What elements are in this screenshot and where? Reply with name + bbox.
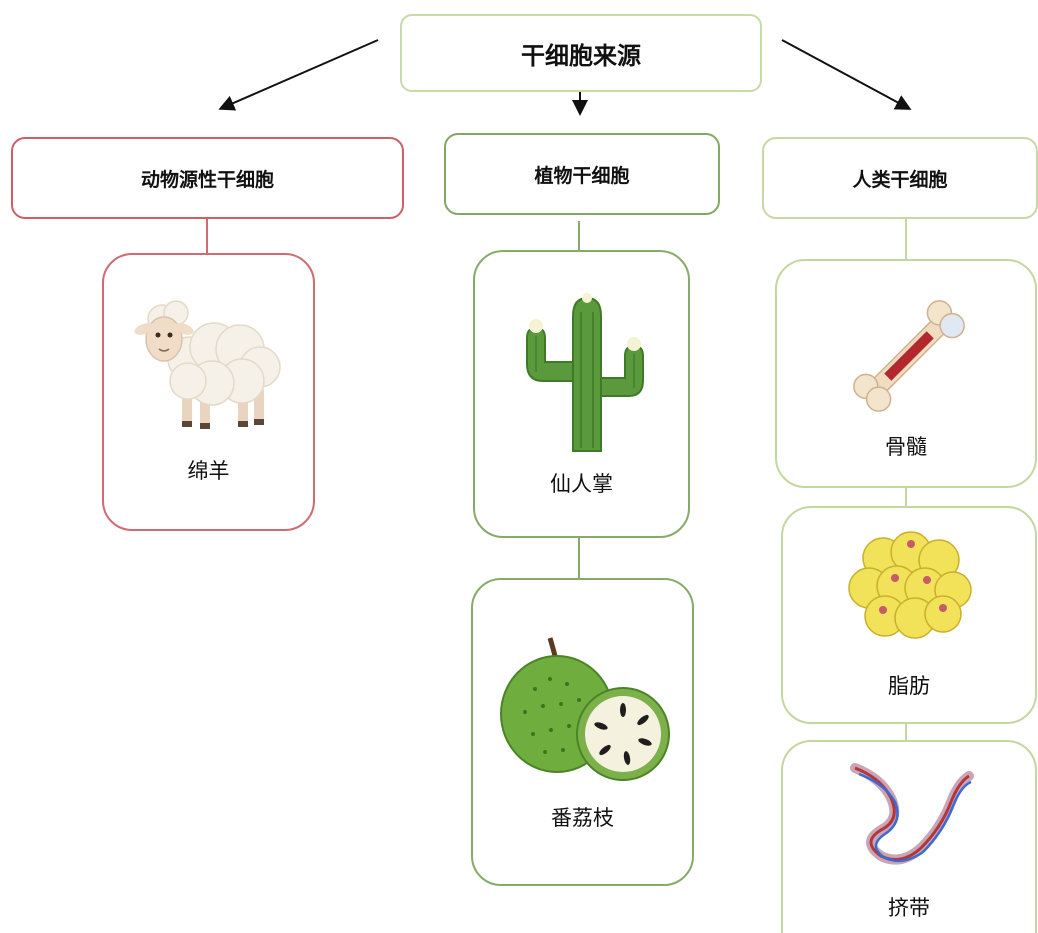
sheep-icon [134, 300, 281, 429]
bone-icon [853, 300, 965, 412]
connector-plant-1 [578, 221, 580, 251]
category-human: 人类干细胞 [762, 137, 1038, 219]
item-card-bone-marrow: 骨髓 [775, 259, 1037, 488]
category-animal: 动物源性干细胞 [11, 137, 404, 219]
connector-human-1 [905, 219, 907, 261]
item-label-sheep: 绵羊 [187, 459, 230, 483]
root-node: 干细胞来源 [400, 14, 762, 92]
arrow-to-human [781, 39, 912, 110]
umbilical-cord-icon [850, 763, 974, 865]
item-label-umbilical-cord: 挤带 [888, 896, 930, 920]
item-label-bone-marrow: 骨髓 [885, 435, 927, 459]
connector-animal [206, 219, 208, 255]
item-card-fat: 脂肪 [781, 506, 1037, 724]
connector-human-3 [905, 724, 907, 740]
cactus-icon [526, 293, 644, 452]
category-human-label: 人类干细胞 [852, 168, 948, 191]
soursop-icon [500, 637, 670, 781]
connector-plant-2 [578, 538, 580, 580]
item-label-soursop: 番荔枝 [551, 806, 614, 830]
item-card-umbilical-cord: 挤带 [781, 740, 1037, 933]
item-card-soursop: 番荔枝 [471, 578, 694, 886]
category-plant: 植物干细胞 [444, 133, 720, 215]
category-plant-label: 植物干细胞 [534, 164, 630, 187]
fat-cells-icon [848, 531, 972, 639]
item-card-cactus: 仙人掌 [473, 250, 690, 538]
arrow-to-animal [218, 39, 379, 111]
item-label-cactus: 仙人掌 [550, 472, 613, 496]
item-label-fat: 脂肪 [888, 674, 930, 698]
connector-human-2 [905, 488, 907, 508]
item-card-sheep: 绵羊 [102, 253, 315, 531]
category-animal-label: 动物源性干细胞 [140, 168, 274, 191]
root-label: 干细胞来源 [521, 41, 641, 70]
